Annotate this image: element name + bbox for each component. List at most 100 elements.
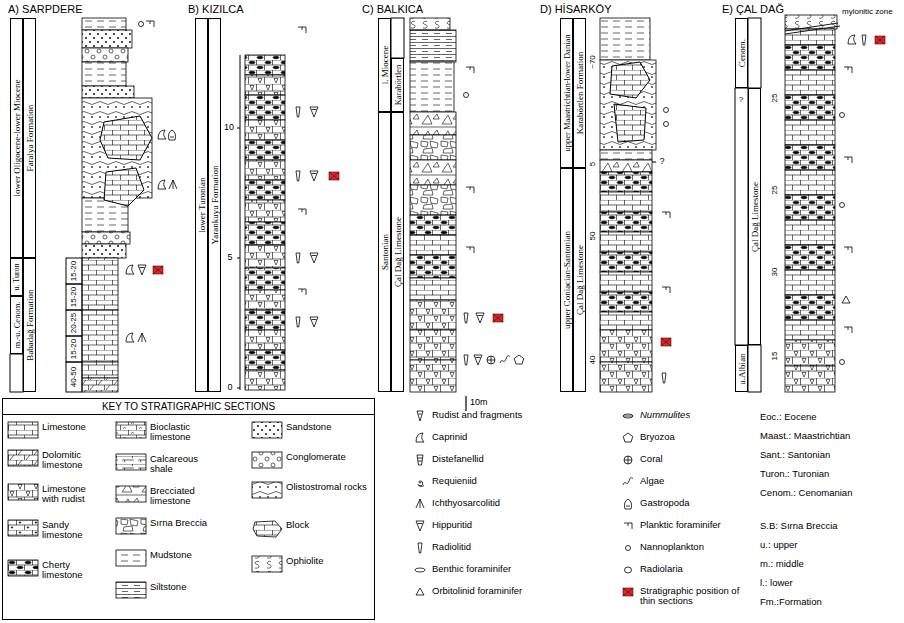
fossil-symbol bbox=[416, 433, 424, 442]
fossil-symbol bbox=[623, 588, 633, 596]
thickness-number: 50 bbox=[589, 232, 598, 241]
fossil-outline bbox=[168, 130, 175, 140]
fossil-symbol bbox=[310, 253, 318, 263]
lithology-bed bbox=[410, 30, 456, 62]
fossil-symbol bbox=[625, 567, 632, 573]
lithology-bed bbox=[410, 330, 456, 360]
fossil-symbol bbox=[662, 287, 670, 293]
mylonitic-zone-line bbox=[785, 23, 840, 34]
legend-text: Benthic foraminifer bbox=[432, 564, 607, 574]
lithology-bed bbox=[410, 255, 456, 278]
fossil-outline bbox=[310, 317, 318, 327]
fossil-symbol bbox=[623, 433, 633, 442]
fossil-symbol bbox=[296, 107, 300, 117]
lithology-bed bbox=[245, 180, 285, 200]
fossil-symbol bbox=[662, 373, 666, 383]
fossil-symbol bbox=[474, 355, 482, 365]
thickness-number: 5 bbox=[589, 162, 598, 166]
legend-sample bbox=[116, 550, 146, 566]
stratigraphic-band: m.-u. Cenom. bbox=[10, 296, 23, 354]
fossil-symbol bbox=[842, 296, 850, 303]
fossil-symbol bbox=[126, 333, 134, 342]
legend-sample bbox=[8, 520, 38, 536]
fossil-outline bbox=[664, 108, 669, 113]
legend-text: Dolomitic limestone bbox=[42, 450, 104, 471]
lithology-bed bbox=[785, 120, 835, 145]
fossil-outline bbox=[298, 209, 306, 215]
lithology-bed bbox=[600, 212, 652, 232]
legend-sample bbox=[252, 556, 282, 572]
lithology-bed bbox=[245, 55, 285, 75]
lithology-bed bbox=[245, 160, 285, 180]
lithology-bed bbox=[245, 290, 285, 310]
legend-text: Brecciated limestone bbox=[150, 486, 208, 507]
fossil-symbol bbox=[466, 67, 474, 73]
legend-text: Siltstone bbox=[150, 582, 208, 592]
lithology-bed bbox=[245, 330, 285, 350]
legend-text: Limestone bbox=[42, 422, 104, 432]
fossil-outline bbox=[623, 414, 633, 418]
legend-sample bbox=[253, 521, 282, 537]
fossil-outline bbox=[298, 27, 306, 33]
section-title: C) BALKICA bbox=[362, 3, 423, 15]
fossil-outline bbox=[662, 373, 666, 383]
fossil-symbol bbox=[168, 130, 175, 140]
lithology-bed bbox=[600, 60, 656, 150]
boundary-stub bbox=[652, 162, 656, 163]
lithology-bed bbox=[82, 244, 126, 258]
lithology-bed bbox=[410, 360, 456, 392]
fossil-outline bbox=[474, 355, 482, 365]
fossil-outline bbox=[146, 21, 154, 27]
legend-text: Ophiolite bbox=[286, 556, 370, 566]
fossil-outline bbox=[487, 356, 495, 364]
stratigraphic-band: Yarankuyu Formation bbox=[208, 18, 221, 392]
lithology-bed bbox=[82, 378, 118, 392]
thin-section-cross bbox=[329, 172, 339, 180]
fossil-outline bbox=[662, 287, 670, 293]
legend-text: Distefanellid bbox=[432, 454, 607, 464]
fossil-outline bbox=[842, 296, 850, 303]
thickness-number: 25 bbox=[771, 186, 780, 195]
fossil-outline bbox=[464, 355, 468, 365]
legend-sample bbox=[252, 482, 282, 498]
thickness-number: 15-20 bbox=[70, 339, 79, 359]
band-label: Çal Dağ Limestone bbox=[575, 245, 584, 315]
fossil-symbol bbox=[158, 180, 166, 189]
fossil-outline bbox=[624, 523, 632, 529]
legend-text: Planktic foraminifer bbox=[640, 520, 750, 530]
legend-text: Hippuritid bbox=[432, 520, 607, 530]
scale-bar bbox=[465, 396, 466, 411]
fossil-outline bbox=[840, 203, 845, 208]
fossil-symbol bbox=[844, 157, 852, 163]
thickness-number: 20-25 bbox=[70, 313, 79, 333]
lithology-bed bbox=[82, 258, 118, 310]
lithology-bed bbox=[245, 95, 285, 120]
lithology-bed bbox=[785, 340, 835, 366]
scale-number: 0 bbox=[227, 383, 232, 393]
legend-sample bbox=[8, 450, 38, 466]
fossil-outline bbox=[626, 546, 631, 551]
band-label: upper Coniacian-Santonian bbox=[562, 231, 571, 329]
lithology-bed bbox=[785, 70, 835, 95]
legend-text: Rudist and fragments bbox=[432, 410, 607, 420]
lithology-bed bbox=[410, 185, 456, 215]
fossil-outline bbox=[664, 122, 669, 127]
uncertain-boundary: ? bbox=[739, 96, 743, 105]
uncertain-boundary: ? bbox=[659, 157, 664, 167]
fossil-outline bbox=[310, 107, 318, 117]
fossil-outline bbox=[296, 253, 300, 263]
legend-text: Mudstone bbox=[150, 550, 208, 560]
column-cell bbox=[735, 88, 748, 345]
lithology-bed bbox=[600, 312, 652, 330]
section-title: A) SARPDERE bbox=[8, 3, 83, 15]
legend-sample bbox=[252, 422, 282, 438]
section-title: B) KIZILCA bbox=[188, 3, 244, 15]
fossil-symbol bbox=[296, 253, 300, 263]
legend-sample bbox=[116, 582, 146, 598]
lithology-bed bbox=[600, 172, 652, 192]
thin-section-marker bbox=[329, 172, 339, 180]
fossil-symbol bbox=[310, 317, 318, 327]
fossil-symbol bbox=[329, 172, 339, 180]
stratigraphic-band: Cenom. bbox=[735, 18, 748, 88]
